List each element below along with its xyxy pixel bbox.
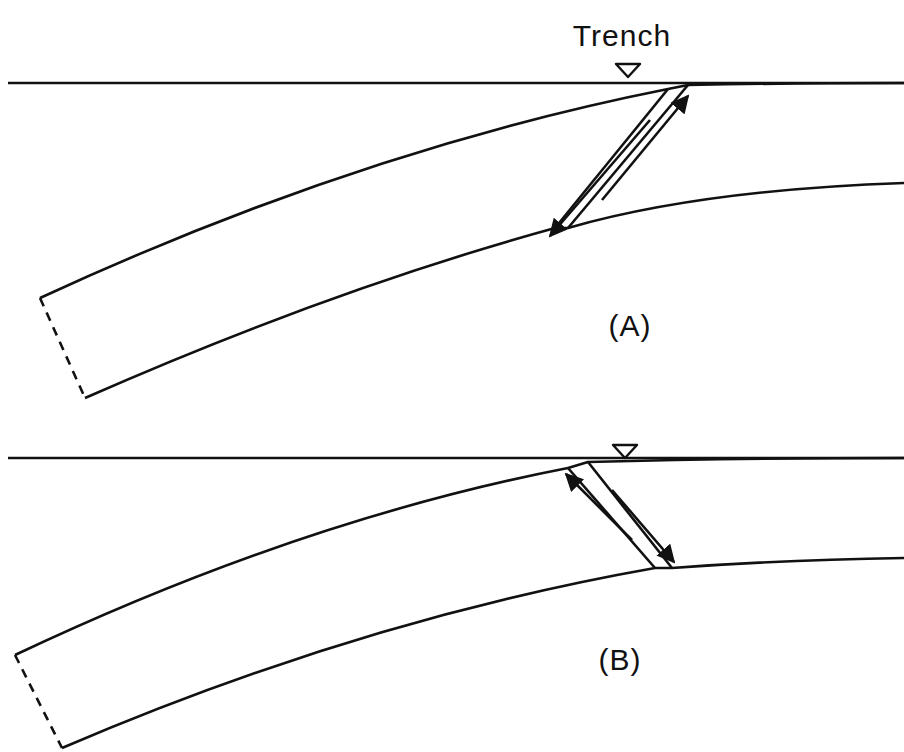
slab-cut	[15, 655, 62, 748]
slab-cut	[40, 298, 85, 398]
slab-bottom	[85, 228, 555, 398]
slip-arrow	[550, 120, 650, 236]
trench-marker	[613, 445, 637, 458]
plate-top	[668, 83, 904, 89]
plate-bottom	[555, 183, 904, 228]
plate-bottom	[655, 558, 904, 568]
slab-bottom	[62, 568, 655, 748]
fault-line	[555, 89, 668, 228]
panel-label: (B)	[599, 645, 642, 675]
slip-arrow	[566, 474, 632, 540]
plate-top	[568, 458, 904, 468]
trench-label: Trench	[573, 21, 671, 51]
slip-arrow	[602, 96, 688, 200]
fault-line	[568, 85, 688, 228]
slab-top	[40, 89, 668, 298]
trench-marker	[616, 64, 640, 77]
panel-label: (A)	[609, 311, 652, 341]
slip-arrow	[612, 490, 674, 562]
fault-line	[588, 462, 672, 568]
slab-top	[15, 468, 568, 655]
